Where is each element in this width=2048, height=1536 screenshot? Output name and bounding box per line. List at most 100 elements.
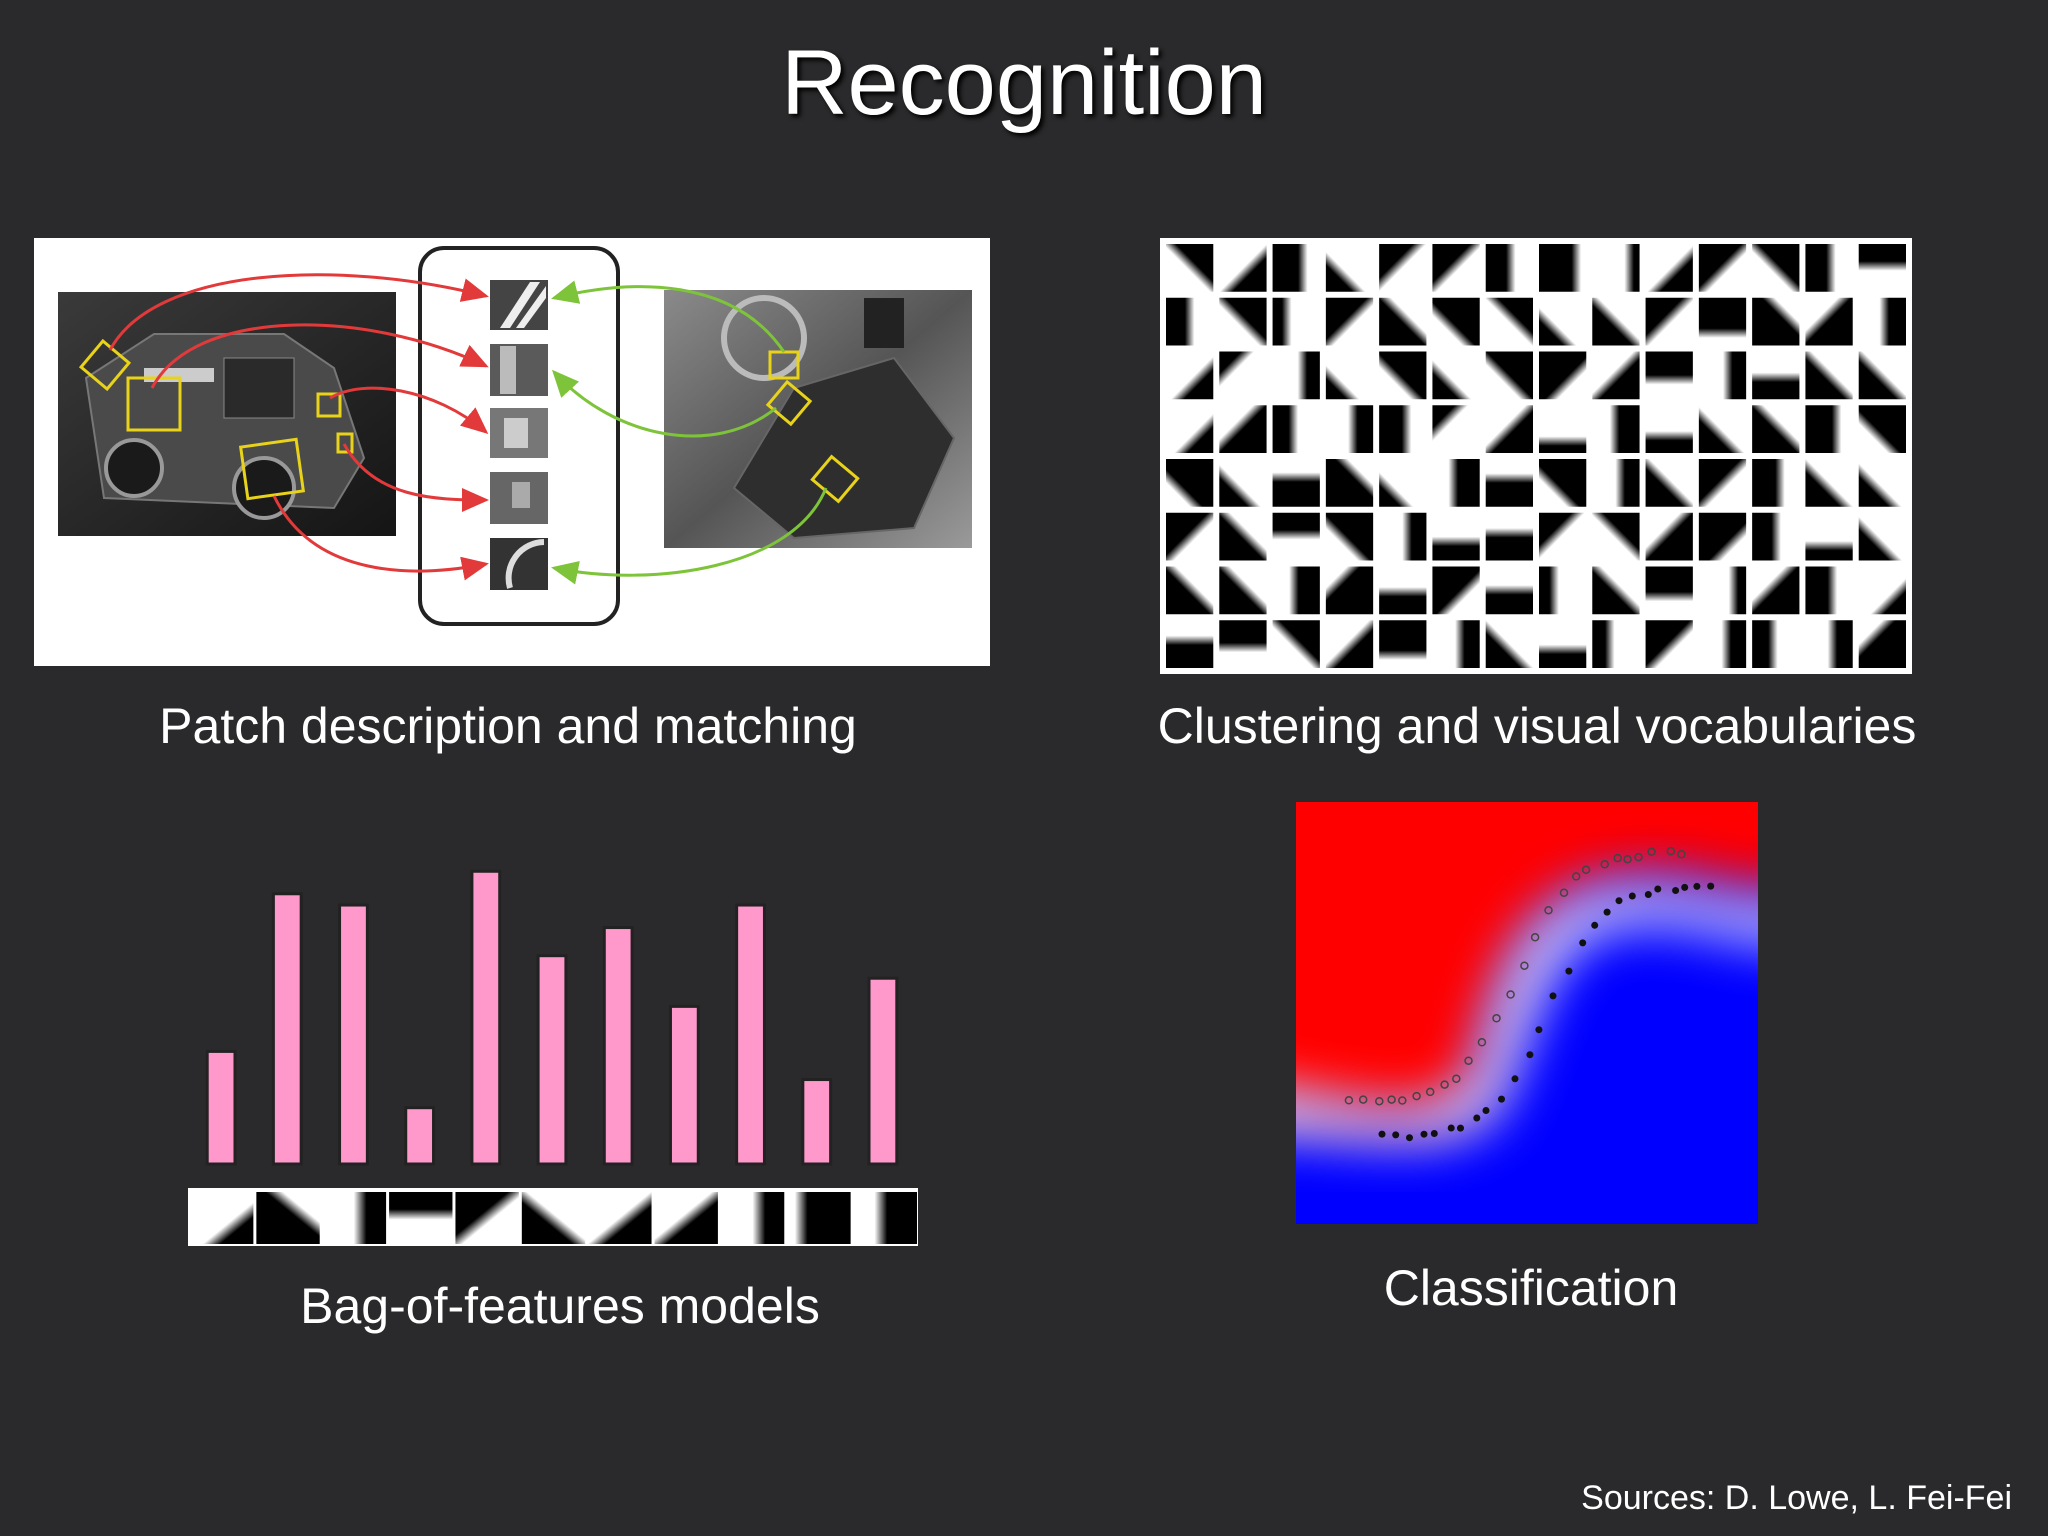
vocabulary-patch (1805, 244, 1853, 292)
vocabulary-patch (1752, 244, 1800, 292)
vocabulary-patch (1219, 459, 1267, 507)
vocabulary-patch (1858, 351, 1906, 400)
sample-point-filled (1654, 885, 1662, 893)
classification-caption: Classification (1383, 1260, 1679, 1316)
histogram-bar (271, 892, 303, 1166)
sample-point-filled (1473, 1114, 1481, 1122)
vocabulary-patch (1592, 297, 1640, 346)
sample-point-open (1492, 1014, 1501, 1023)
vocabulary-patch (1752, 459, 1800, 507)
sample-point-open (1600, 860, 1609, 869)
vocabulary-patch (521, 1192, 586, 1244)
vocabulary-patch (1805, 566, 1853, 615)
sample-point-filled (1681, 883, 1689, 891)
vocabulary-patch (1858, 512, 1906, 561)
vocabulary-patch (1166, 459, 1214, 507)
vocabulary-patch (1858, 566, 1906, 615)
bag-of-features-histogram (180, 860, 940, 1250)
vocabulary-patch (1272, 566, 1320, 615)
vocabulary-patch (1645, 244, 1693, 292)
vocabulary-patch (1432, 351, 1480, 400)
histogram-bar (536, 954, 568, 1166)
vocabulary-patch (455, 1192, 519, 1244)
vocabulary-patch (1645, 297, 1693, 346)
vocabulary-patch (1539, 459, 1587, 507)
vocabulary-patch (1539, 566, 1587, 615)
vocabulary-patch (1272, 351, 1320, 400)
vocabulary-patch (1272, 297, 1320, 346)
vocabulary-patch (1325, 297, 1374, 346)
vocabulary-patch (1539, 244, 1587, 292)
vocabulary-patch (322, 1192, 387, 1244)
vocabulary-patch (1698, 566, 1747, 615)
vocabulary-patch (1219, 512, 1267, 561)
sample-point-filled (1482, 1107, 1490, 1114)
sample-point-open (1634, 852, 1643, 862)
vocabulary-patch (389, 1192, 453, 1244)
vocabulary-patch (1592, 620, 1640, 668)
sample-point-open (1464, 1056, 1473, 1065)
sample-point-filled (1707, 882, 1715, 890)
keypoint-boxes (78, 338, 860, 504)
vocabulary-patch (1432, 297, 1480, 346)
histogram-bar (470, 869, 502, 1166)
vocabulary-patch (1485, 512, 1533, 561)
vocabulary-patch (1645, 459, 1693, 507)
vocabulary-patch (1645, 512, 1693, 561)
sample-point-open (1571, 872, 1581, 881)
patch-container (418, 246, 620, 626)
vocabulary-patch (1698, 512, 1747, 561)
sample-point-open (1344, 1096, 1354, 1105)
vocabulary-patch (1485, 297, 1533, 346)
sample-point-filled (1579, 939, 1587, 947)
vocabulary-patch (1752, 351, 1800, 400)
vocabulary-patch (1645, 566, 1693, 615)
sample-point-filled (1420, 1130, 1428, 1138)
vocabulary-patch (1379, 351, 1427, 400)
sample-point-open (1677, 850, 1686, 859)
vocabulary-patch (1166, 620, 1214, 668)
vocabulary-patch (1325, 566, 1374, 615)
vocabulary-patch (1432, 244, 1480, 292)
vocabulary-patch (1219, 405, 1267, 453)
vocabulary-patch (1539, 405, 1587, 453)
sample-point-filled (1535, 1026, 1543, 1034)
vocabulary-patch (1272, 244, 1320, 292)
vocabulary-patch (1858, 620, 1906, 668)
sample-point-filled (1549, 992, 1557, 1000)
vocabulary-patch (1752, 566, 1800, 615)
vocabulary-patch (1272, 459, 1320, 507)
vocabulary-patch (1219, 351, 1267, 400)
vocabulary-patch (190, 1192, 254, 1244)
class-b-samples (1378, 882, 1715, 1142)
truck-photo (58, 292, 396, 536)
clustering-caption: Clustering and visual vocabularies (1157, 698, 1917, 754)
vocabulary-patch (1645, 620, 1693, 668)
vocabulary-patch (1325, 351, 1374, 400)
vocabulary-patch (1432, 620, 1480, 668)
sample-point-open (1412, 1091, 1421, 1101)
histogram-bar (602, 926, 634, 1166)
sample-point-open (1358, 1095, 1368, 1104)
histogram-bar (668, 1004, 700, 1166)
vocabulary-patch (1485, 620, 1533, 668)
sample-point-filled (1406, 1134, 1413, 1142)
vocabulary-patch (654, 1192, 718, 1244)
sample-point-open (1375, 1096, 1384, 1106)
vocabulary-patch (1485, 566, 1533, 615)
sample-point-filled (1392, 1131, 1400, 1139)
sample-point-open (1530, 933, 1540, 942)
vocabulary-patch (853, 1192, 917, 1244)
sample-point-open (1544, 905, 1553, 915)
vocabulary-patch (1539, 620, 1587, 668)
sample-point-open (1425, 1087, 1435, 1097)
vocabulary-patch (1379, 459, 1427, 507)
sample-point-filled (1693, 882, 1701, 890)
vocabulary-patch (1272, 620, 1320, 668)
vocabulary-patch (1698, 459, 1747, 507)
sample-point-filled (1378, 1130, 1386, 1138)
vocabulary-patch (1539, 512, 1587, 561)
class-a-samples (1344, 846, 1686, 1106)
vocabulary-patch (1858, 297, 1906, 346)
vocabulary-patch (1592, 512, 1640, 561)
